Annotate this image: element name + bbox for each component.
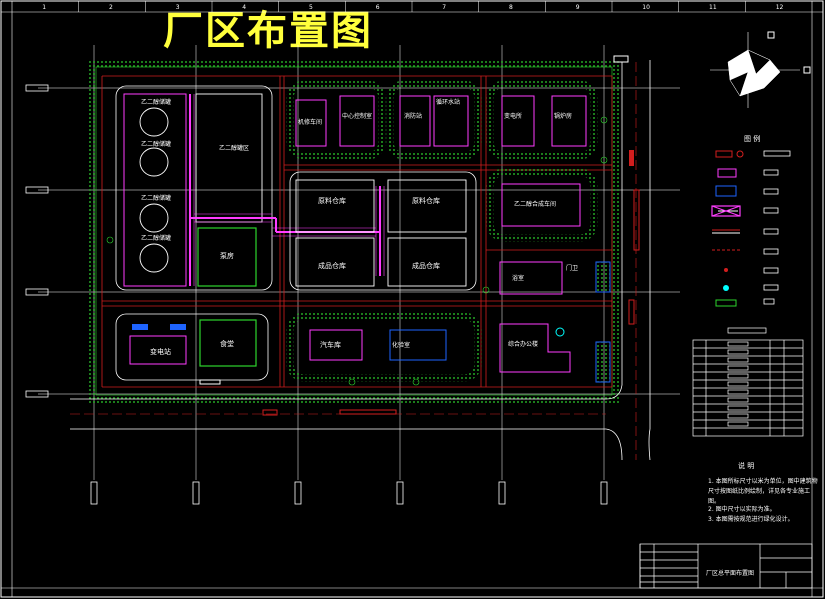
workshop-label: 乙二醇合成车间 [514, 200, 556, 208]
table-cell-mark [727, 405, 749, 411]
grid-column-label: 6 [376, 4, 380, 11]
notes-line-5: 3. 本图需按规范进行绿化设计。 [708, 515, 794, 523]
tank-3-label: 乙二醇储罐 [141, 194, 171, 202]
office-area: 浴室 综合办公楼 门卫 [499, 55, 629, 383]
north-arrow-icon [710, 31, 811, 108]
table-cell-mark [727, 373, 749, 379]
notes-line-4: 2. 图中尺寸以实际为准。 [708, 505, 776, 513]
lab-label: 化验室 [392, 341, 410, 349]
building-b5-label: 变电所 [504, 112, 522, 120]
process-halls: 原料仓库 原料仓库 成品仓库 成品仓库 [289, 171, 477, 291]
axis-lines [38, 45, 680, 480]
canteen-label: 食堂 [220, 339, 234, 348]
hall-d-label: 成品仓库 [412, 261, 440, 270]
notes-line-3: 图。 [708, 498, 720, 505]
pump-room-label: 泵房 [220, 251, 234, 260]
table-cell-mark [727, 397, 749, 403]
building-b3-label: 消防站 [404, 112, 422, 120]
grid-column-label: 12 [776, 4, 784, 11]
grid-column-label: 11 [709, 4, 717, 11]
table-cell-mark [727, 381, 749, 387]
utility-blocks: 机修车间 中心控制室 消防站 循环水站 变电所 锅炉房 乙二醇合成车间 [286, 80, 598, 242]
legend: 图 例 [711, 134, 791, 307]
hall-b-label: 原料仓库 [412, 196, 440, 205]
table-cell-mark [727, 349, 749, 355]
grid-column-label: 2 [109, 4, 113, 11]
guard-label: 门卫 [566, 264, 578, 272]
table-cell-mark [727, 341, 749, 347]
external-road [70, 60, 651, 461]
tank-4-label: 乙二醇储罐 [141, 234, 171, 242]
grid-column-label: 4 [242, 4, 246, 11]
axis-bubbles [25, 84, 608, 505]
building-schedule-table [692, 327, 804, 437]
building-b6-label: 锅炉房 [554, 112, 572, 120]
notes: 说 明 1. 本图所标尺寸以米为单位，图中建筑物 尺寸按图纸比例绘制，详见各专业… [708, 461, 818, 523]
tank-room-label: 乙二醇罐区 [219, 144, 249, 152]
building-b4-label: 循环水站 [436, 98, 460, 106]
table-cell-mark [727, 421, 749, 427]
grid-column-label: 8 [509, 4, 513, 11]
garage-label: 汽车库 [320, 340, 341, 349]
substation-label: 变电站 [150, 347, 171, 356]
grid-column-label: 7 [442, 4, 446, 11]
grid-column-label: 1 [42, 4, 46, 11]
table-cell-mark [727, 413, 749, 419]
drawing-title: 厂区布置图 [163, 8, 373, 54]
table-cell-mark [727, 365, 749, 371]
hall-a-label: 原料仓库 [318, 196, 346, 205]
tank-farm-area: 乙二醇储罐 乙二醇储罐 乙二醇储罐 乙二醇储罐 乙二醇罐区 泵房 [115, 85, 273, 291]
legend-title: 图 例 [744, 134, 760, 143]
grid-column-label: 9 [576, 4, 580, 11]
notes-title: 说 明 [738, 461, 754, 470]
notes-line-2: 尺寸按图纸比例绘制，详见各专业施工 [708, 487, 810, 495]
table-cell-mark [727, 357, 749, 363]
tank-2-label: 乙二醇储罐 [141, 140, 171, 148]
grid-column-label: 3 [176, 4, 180, 11]
building-b2-label: 中心控制室 [342, 112, 372, 120]
drawing-name-label: 厂区总平面布置图 [706, 569, 754, 577]
grid-column-label: 10 [642, 4, 650, 11]
title-block [639, 543, 813, 589]
bottom-middle-area: 汽车库 化验室 [286, 312, 482, 382]
bottom-left-area: 变电站 食堂 [115, 313, 269, 385]
office-label: 综合办公楼 [508, 340, 538, 348]
tree-row [106, 116, 608, 386]
building-b1-label: 机修车间 [298, 118, 322, 126]
hall-c-label: 成品仓库 [318, 261, 346, 270]
bath-label: 浴室 [512, 274, 524, 282]
grid-column-label: 5 [309, 4, 313, 11]
notes-line-1: 1. 本图所标尺寸以米为单位，图中建筑物 [708, 477, 818, 485]
table-cell-mark [727, 389, 749, 395]
tank-1-label: 乙二醇储罐 [141, 98, 171, 106]
